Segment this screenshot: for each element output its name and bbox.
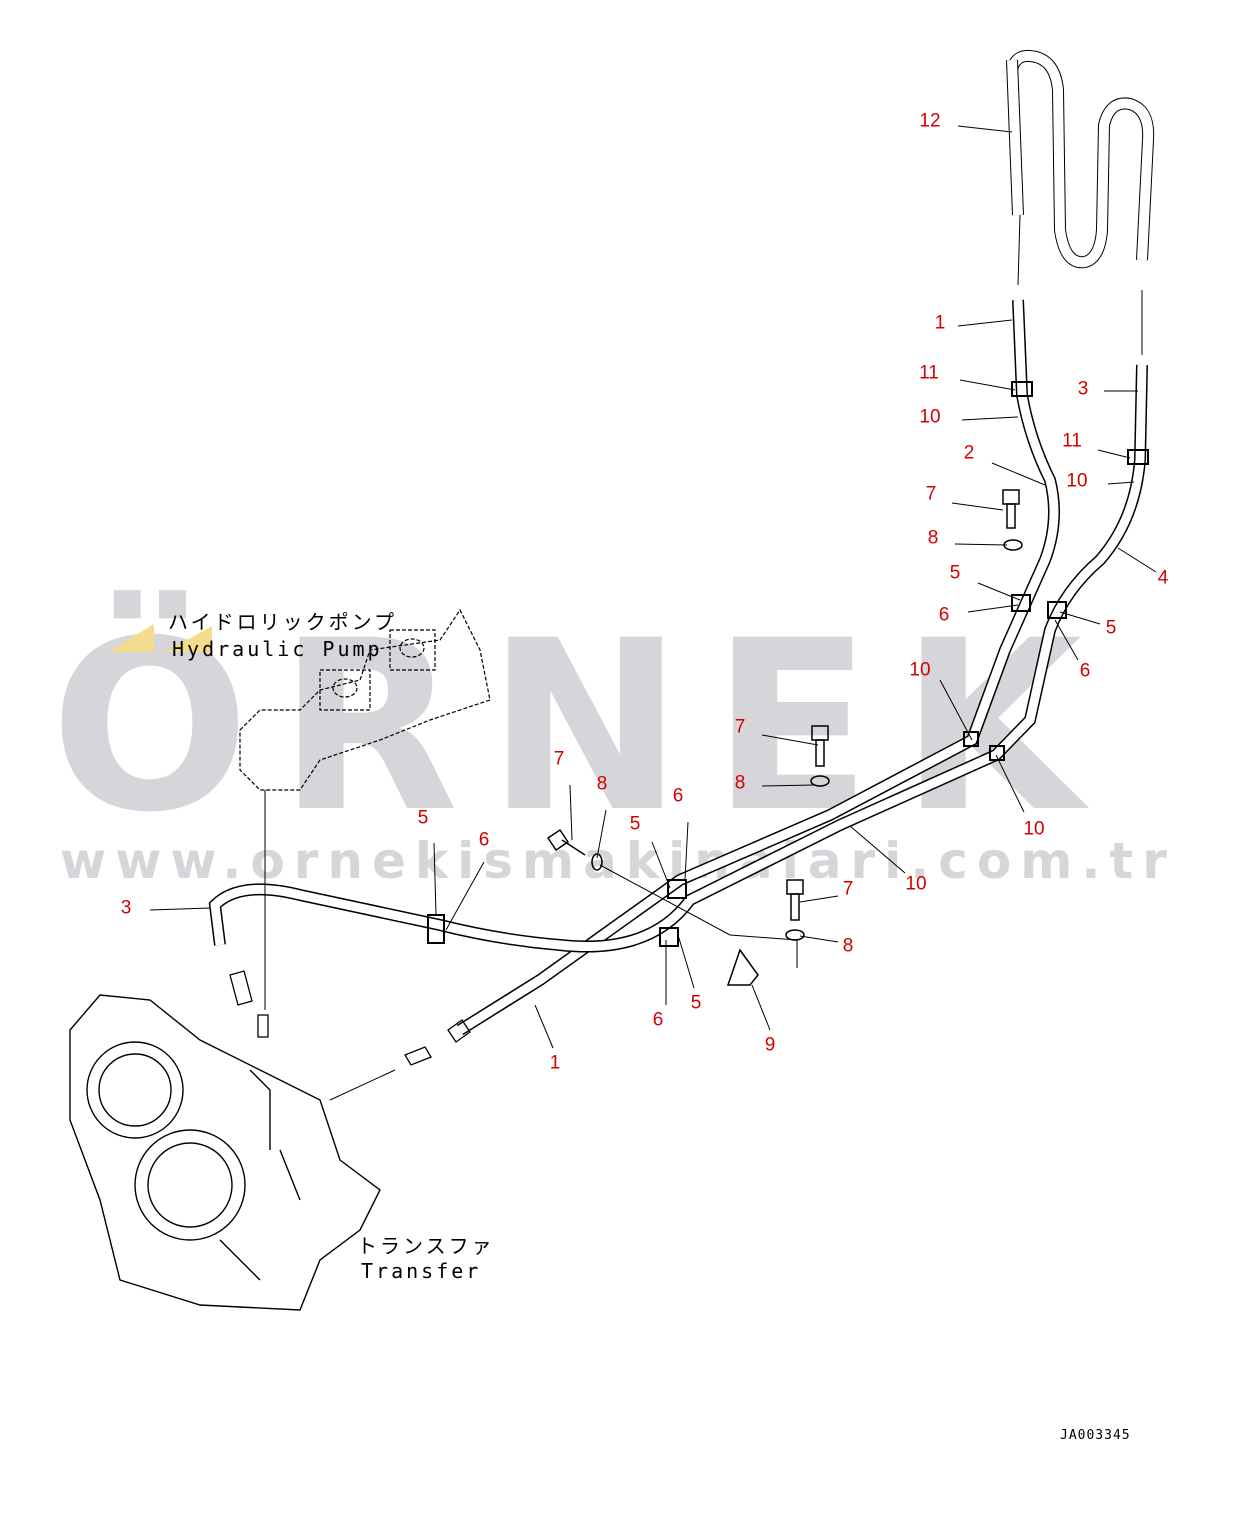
hose-1-upper	[456, 299, 1060, 1036]
transfer-case-drawing	[69, 994, 381, 1311]
callout-5[interactable]: 5	[417, 807, 429, 829]
drawing-code: JA003345	[1060, 1428, 1131, 1443]
callout-6[interactable]: 6	[652, 1009, 664, 1031]
clamps	[427, 381, 1149, 947]
callout-4[interactable]: 4	[1157, 567, 1169, 589]
hydraulic-pump-drawing	[239, 608, 491, 791]
callout-3[interactable]: 3	[1077, 378, 1089, 400]
pipe-12	[1006, 49, 1155, 269]
callout-1[interactable]: 1	[549, 1052, 561, 1074]
callout-7[interactable]: 7	[925, 483, 937, 505]
callout-2[interactable]: 2	[963, 442, 975, 464]
callout-1[interactable]: 1	[934, 312, 946, 334]
callout-9[interactable]: 9	[764, 1034, 776, 1056]
callout-7[interactable]: 7	[734, 716, 746, 738]
callout-6[interactable]: 6	[478, 829, 490, 851]
leader-lines	[149, 125, 1157, 1049]
callout-3[interactable]: 3	[120, 897, 132, 919]
callout-11[interactable]: 11	[919, 362, 939, 384]
callout-6[interactable]: 6	[672, 785, 684, 807]
callout-8[interactable]: 8	[927, 527, 939, 549]
transfer-caption-jp: トランスファ	[357, 1234, 495, 1258]
callout-8[interactable]: 8	[596, 773, 608, 795]
watermark-url: www.ornekismakinalari.com.tr	[60, 832, 1176, 890]
callout-5[interactable]: 5	[949, 562, 961, 584]
callout-10[interactable]: 10	[905, 873, 927, 895]
callout-10[interactable]: 10	[1066, 470, 1088, 492]
callout-10[interactable]: 10	[909, 659, 931, 681]
pump-caption-jp: ハイドロリックポンプ	[168, 610, 397, 634]
callout-5[interactable]: 5	[690, 992, 702, 1014]
callout-8[interactable]: 8	[842, 935, 854, 957]
watermark-brand: ÖRNEK	[50, 591, 1111, 864]
callout-7[interactable]: 7	[553, 748, 565, 770]
callout-8[interactable]: 8	[734, 772, 746, 794]
callout-6[interactable]: 6	[1079, 660, 1091, 682]
callout-7[interactable]: 7	[842, 878, 854, 900]
callout-5[interactable]: 5	[1105, 617, 1117, 639]
callout-6[interactable]: 6	[938, 604, 950, 626]
callout-10[interactable]: 10	[919, 406, 941, 428]
bolts	[546, 489, 1023, 986]
callout-5[interactable]: 5	[629, 813, 641, 835]
pump-caption-en: Hydraulic Pump	[172, 637, 383, 661]
callout-12[interactable]: 12	[919, 110, 941, 132]
accent-triangles	[108, 624, 212, 652]
callout-11[interactable]: 11	[1062, 430, 1082, 452]
transfer-caption-en: Transfer	[361, 1259, 482, 1283]
callout-10[interactable]: 10	[1023, 818, 1045, 840]
